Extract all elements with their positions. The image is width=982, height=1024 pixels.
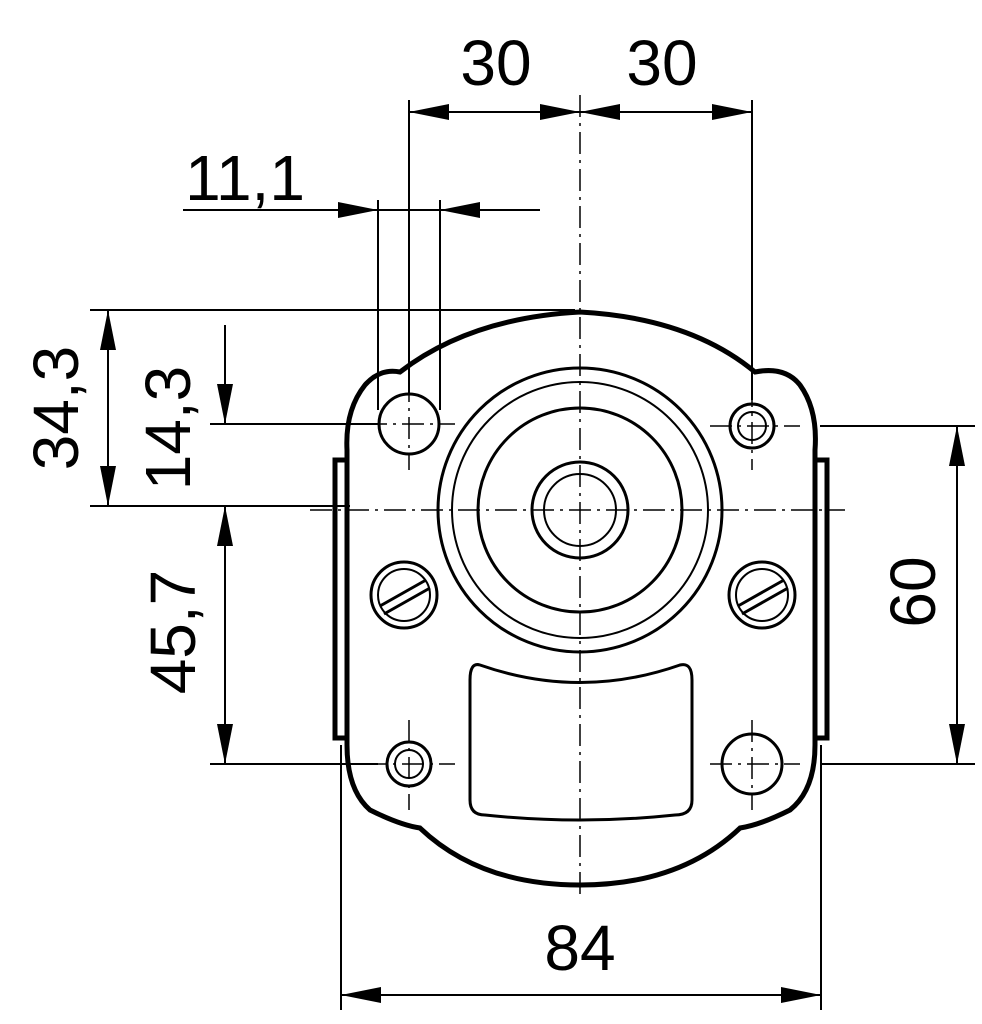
name-plate bbox=[468, 663, 694, 822]
label-30-right: 30 bbox=[626, 27, 697, 99]
pump-body-outline bbox=[332, 309, 830, 888]
dim-11-1 bbox=[183, 202, 540, 218]
center-lines bbox=[310, 95, 845, 895]
dim-84 bbox=[341, 987, 821, 1003]
label-60: 60 bbox=[877, 556, 949, 627]
dim-34-3 bbox=[100, 310, 116, 506]
dim-30-left bbox=[409, 104, 580, 120]
dim-14-3 bbox=[217, 325, 233, 764]
label-14-3: 14,3 bbox=[132, 366, 204, 491]
label-84: 84 bbox=[544, 912, 615, 984]
dim-30-right bbox=[580, 104, 752, 120]
extension-lines bbox=[90, 100, 975, 1010]
dim-45-7 bbox=[217, 724, 233, 764]
label-34-3: 34,3 bbox=[20, 346, 92, 471]
label-30-left: 30 bbox=[460, 27, 531, 99]
dim-60 bbox=[949, 426, 965, 764]
screw-left bbox=[369, 560, 439, 630]
screw-right bbox=[727, 560, 797, 630]
label-11-1: 11,1 bbox=[185, 142, 305, 214]
label-45-7: 45,7 bbox=[137, 570, 209, 695]
